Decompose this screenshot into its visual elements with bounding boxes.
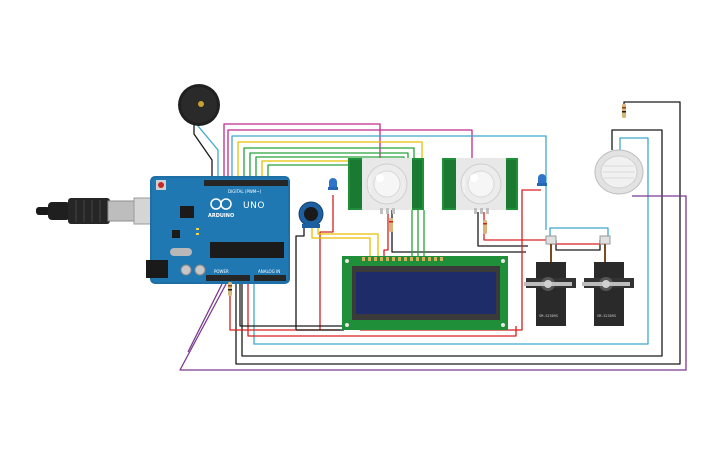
wire-pir2-black [477, 212, 528, 247]
lcd-16x2-display[interactable] [342, 256, 508, 330]
wire-buzzer-black [193, 118, 213, 182]
resistor-board [228, 282, 232, 296]
wire-low-black-1 [239, 284, 344, 327]
pir-2-label: HC-SR501 [462, 176, 466, 194]
wire-pot-yellow2 [317, 226, 379, 258]
wire-pir1-red [383, 210, 389, 258]
arduino-brand-label: ARDUINO [208, 213, 234, 219]
wire-servo-black [555, 240, 601, 251]
wire-gas-cyan [253, 137, 649, 345]
wire-buzzer-cyan [197, 118, 219, 182]
wire-gas-black2 [241, 129, 663, 357]
led-blue-2[interactable] [537, 174, 547, 186]
wire-low-red-1 [229, 284, 340, 331]
led-blue-1[interactable] [328, 178, 338, 190]
wire-pir2-red [483, 212, 548, 241]
analog-header-label: ANALOG IN [258, 269, 280, 274]
servo-motor-2[interactable]: SM-S2309S [582, 235, 634, 326]
pir-sensor-2[interactable]: HC-SR501 [442, 158, 518, 234]
wire-servo-cyan [549, 227, 609, 240]
servo-1-label: SM-S2309S [539, 314, 558, 318]
wire-pot-black [295, 226, 305, 330]
wire-magenta-top2 [227, 129, 473, 182]
wire-yellow-top [237, 141, 423, 182]
servo-motor-1[interactable]: SM-S2309S [524, 235, 576, 326]
arduino-uno-board[interactable]: ARDUINO UNO DIGITAL (PWM~) POWER ANALOG … [146, 176, 290, 284]
wire-pot-yellow [311, 226, 371, 258]
atmega-chip [210, 242, 284, 258]
piezo-buzzer[interactable] [178, 84, 220, 126]
wire-green-2 [249, 152, 409, 182]
potentiometer[interactable] [298, 201, 324, 228]
wire-green-1 [243, 147, 415, 182]
lcd-pins [362, 257, 443, 261]
wire-led1-red [319, 195, 334, 330]
power-header-label: POWER [214, 269, 229, 274]
wire-low-purple-2 [187, 283, 223, 353]
wire-low-red-2 [247, 284, 517, 337]
usb-cable [36, 197, 169, 225]
digital-header-label: DIGITAL (PWM~) [228, 189, 262, 194]
lcd-screen [356, 272, 496, 314]
pir-sensor-1[interactable]: HC-SR501 [348, 158, 424, 232]
wire-gas-purple [179, 195, 687, 371]
arduino-model-label: UNO [243, 201, 265, 211]
servo-2-label: SM-S2309S [597, 314, 616, 318]
gas-sensor[interactable] [594, 104, 644, 195]
pir-1-label: HC-SR501 [368, 176, 372, 194]
